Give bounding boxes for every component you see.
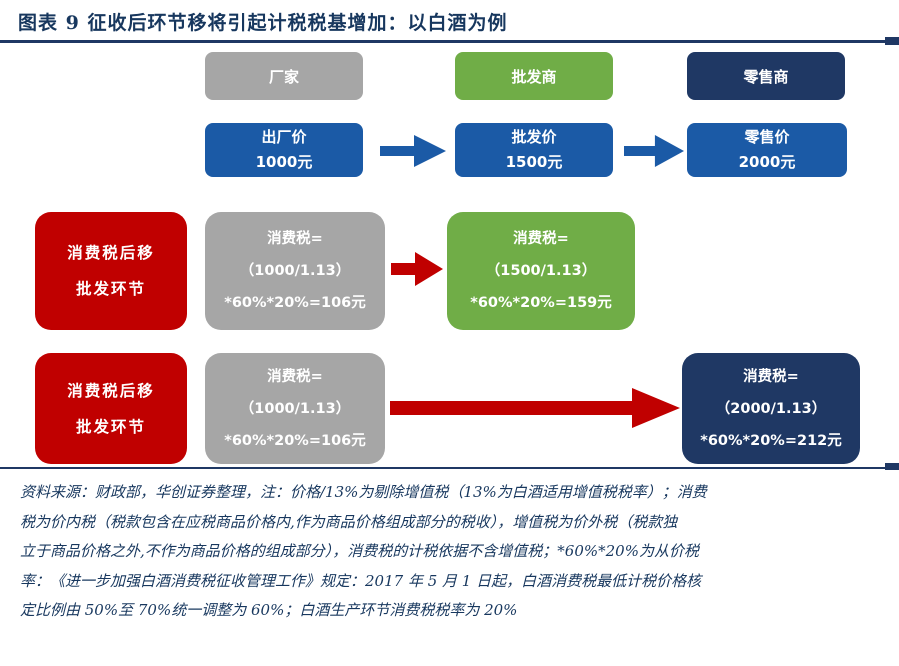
scenario1-before-line3: *60%*20%=106元: [224, 295, 366, 311]
source-note-line: 立于商品价格之外,不作为商品价格的组成部分），消费税的计税依据不含增值税；*60…: [20, 542, 699, 560]
ex-factory-price-box: 出厂价 1000元: [205, 123, 363, 177]
scenario2-label-line2: 批发环节: [75, 417, 146, 436]
scenario2-after-line1: 消费税=: [743, 368, 799, 385]
scenario1-before-tax-box: 消费税= （1000/1.13） *60%*20%=106元: [205, 212, 385, 330]
source-note-line: 税为价内税（税款包含在应税商品价格内,作为商品价格组成部分的税收），增值税为价外…: [20, 512, 678, 531]
wholesale-price-name: 批发价: [511, 128, 557, 146]
scenario2-before-line1: 消费税=: [267, 368, 323, 385]
scenario1-after-line2: （1500/1.13）: [485, 263, 597, 279]
factory-label: 厂家: [268, 67, 299, 86]
wholesale-price-value: 1500元: [505, 153, 563, 171]
retailer-box: 零售商: [687, 52, 845, 100]
figure-title: 图表 9 征收后环节移将引起计税税基增加：以白酒为例: [18, 12, 508, 34]
scenario1-before-line2: （1000/1.13）: [239, 263, 351, 279]
scenario1-after-line1: 消费税=: [513, 231, 569, 247]
scenario2-before-line3: *60%*20%=106元: [224, 432, 366, 449]
source-note-line: 率：《进一步加强白酒消费税征收管理工作》规定：2017 年 5 月 1 日起，白…: [20, 571, 702, 590]
arrow-right-icon: [624, 133, 684, 169]
top-divider-end-tick: [885, 37, 899, 45]
retailer-label: 零售商: [743, 67, 789, 86]
ex-factory-price-value: 1000元: [255, 153, 313, 171]
scenario2-after-line2: （2000/1.13）: [715, 400, 827, 417]
scenario2-before-tax-box: 消费税= （1000/1.13） *60%*20%=106元: [205, 353, 385, 464]
top-divider: [0, 40, 899, 43]
retail-price-box: 零售价 2000元: [687, 123, 847, 177]
retail-price-value: 2000元: [738, 153, 796, 171]
scenario1-label-line2: 批发环节: [75, 280, 146, 298]
source-note-line: 定比例由 50%至 70%统一调整为 60%；白酒生产环节消费税税率为 20%: [20, 601, 518, 619]
wholesaler-box: 批发商: [455, 52, 613, 100]
arrow-right-icon: [391, 250, 443, 288]
scenario1-label-line1: 消费税后移: [67, 244, 155, 262]
scenario2-before-line2: （1000/1.13）: [239, 400, 351, 417]
bottom-divider-end-tick: [885, 463, 899, 470]
scenario1-before-line1: 消费税=: [267, 231, 323, 247]
scenario1-after-tax-box: 消费税= （1500/1.13） *60%*20%=159元: [447, 212, 635, 330]
arrow-right-icon: [380, 133, 446, 169]
wholesaler-label: 批发商: [511, 67, 557, 86]
bottom-divider: [0, 467, 899, 469]
source-note-line: 资料来源：财政部，华创证券整理，注：价格/13%为剔除增值税（13%为白酒适用增…: [20, 483, 707, 501]
arrow-right-long-icon: [390, 386, 680, 430]
scenario2-after-tax-box: 消费税= （2000/1.13） *60%*20%=212元: [682, 353, 860, 464]
scenario2-after-line3: *60%*20%=212元: [700, 432, 842, 449]
scenario1-label-box: 消费税后移 批发环节: [35, 212, 187, 330]
source-note: 资料来源：财政部，华创证券整理，注：价格/13%为剔除增值税（13%为白酒适用增…: [20, 478, 884, 626]
wholesale-price-box: 批发价 1500元: [455, 123, 613, 177]
scenario2-label-line1: 消费税后移: [67, 381, 155, 400]
retail-price-name: 零售价: [744, 128, 790, 146]
scenario1-after-line3: *60%*20%=159元: [470, 295, 612, 311]
factory-box: 厂家: [205, 52, 363, 100]
ex-factory-price-name: 出厂价: [261, 128, 307, 146]
scenario2-label-box: 消费税后移 批发环节: [35, 353, 187, 464]
